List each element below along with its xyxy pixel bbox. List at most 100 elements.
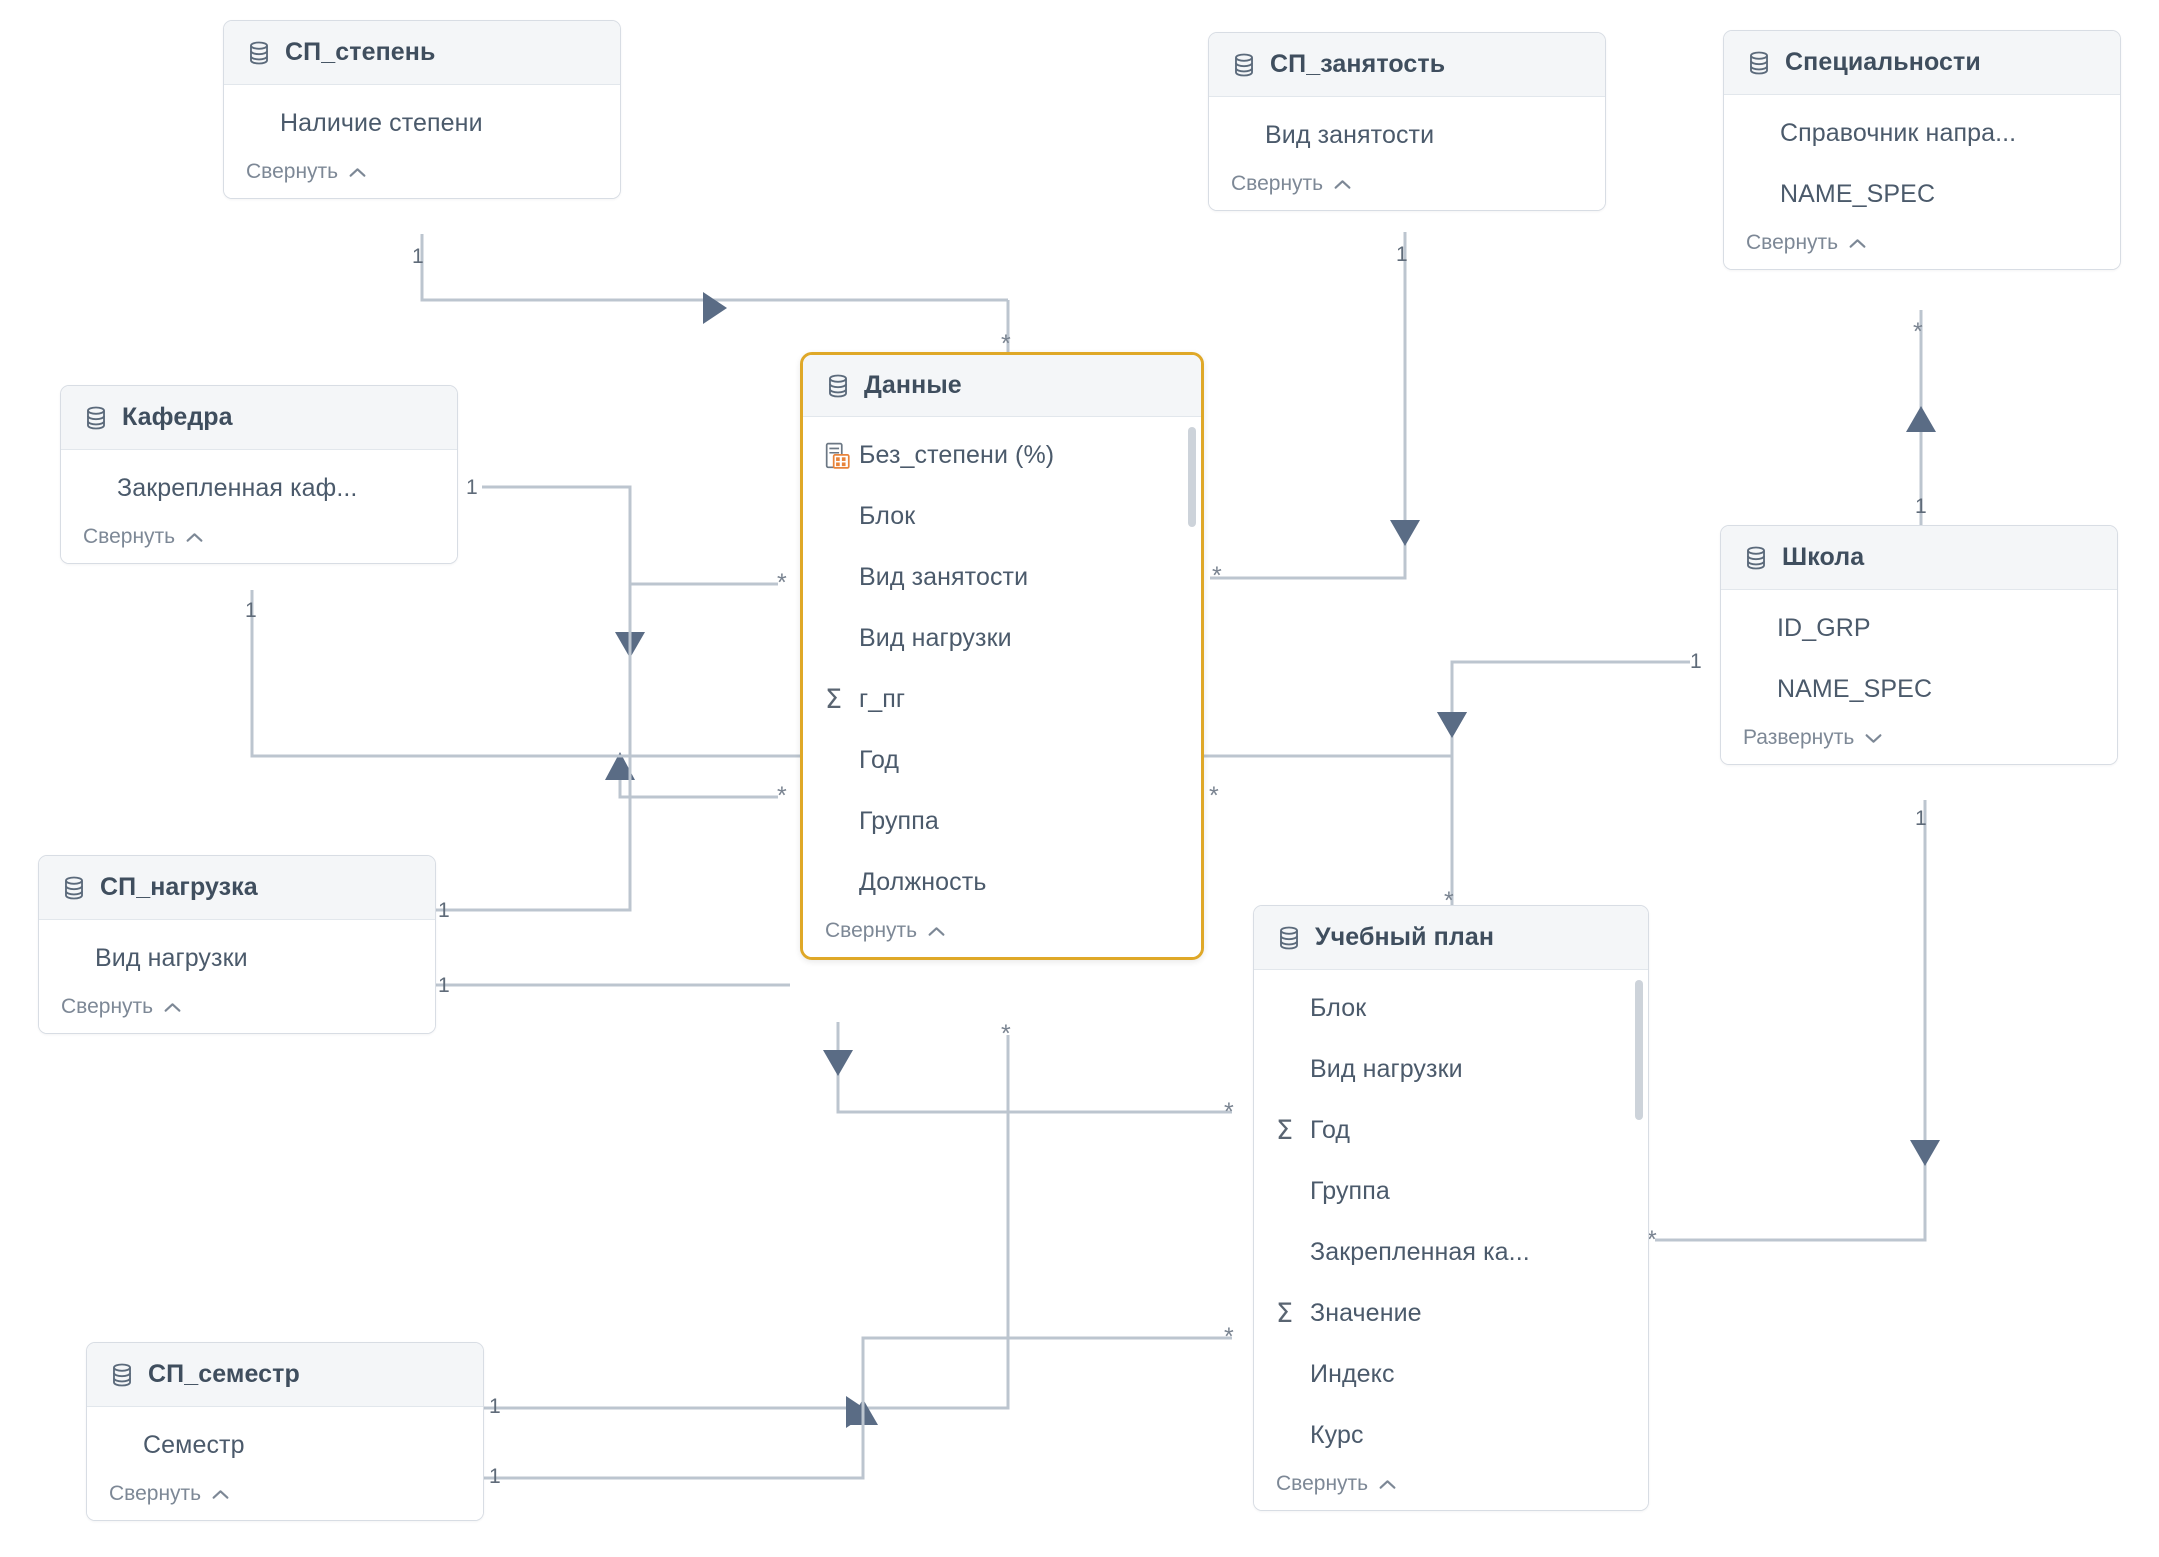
edge-label-one: 1 [489,1465,501,1488]
chevron-up-icon [928,926,945,936]
field-name: Вид занятости [859,563,1029,591]
table-card-specialnosti[interactable]: Специальности Справочник напра... NAME_S… [1723,30,2121,270]
field-name: Закрепленная ка... [1310,1238,1530,1266]
table-title: Учебный план [1315,923,1495,951]
field-row[interactable]: ID_GRP [1721,598,2117,659]
collapse-toggle-label: Свернуть [109,1482,202,1505]
field-row[interactable]: Закрепленная каф... [61,458,457,519]
edge-label-many: * [1212,562,1222,590]
chevron-up-icon [212,1489,229,1499]
table-card-header[interactable]: СП_степень [224,21,620,85]
collapse-toggle[interactable]: Свернуть [1209,166,1605,210]
database-icon [1235,53,1253,76]
field-name: Наличие степени [280,109,483,137]
edge-label-many: * [1001,1020,1011,1048]
edge-label-one: 1 [412,245,424,268]
field-name: Вид нагрузки [95,944,248,972]
field-name: Без_степени (%) [859,441,1055,469]
field-row[interactable]: Σ Значение [1254,1283,1648,1344]
field-row[interactable]: Семестр [87,1415,483,1476]
collapse-toggle[interactable]: Свернуть [39,989,435,1033]
collapse-toggle-label: Свернуть [61,995,154,1018]
field-name: Блок [859,502,916,530]
table-card-sp-semestr[interactable]: СП_семестр Семестр Свернуть [86,1342,484,1521]
table-card-header[interactable]: СП_семестр [87,1343,483,1407]
table-fields: ID_GRP NAME_SPEC Развернуть [1721,590,2117,764]
table-card-header[interactable]: СП_нагрузка [39,856,435,920]
edge-label-many: * [1001,330,1011,358]
collapse-toggle[interactable]: Свернуть [803,913,1201,957]
field-row[interactable]: Вид нагрузки [39,928,435,989]
table-fields: Вид нагрузки Свернуть [39,920,435,1033]
field-row[interactable]: NAME_SPEC [1721,659,2117,720]
field-row[interactable]: Блок [1254,978,1648,1039]
table-title: Данные [864,371,962,399]
collapse-toggle[interactable]: Свернуть [1724,225,2120,269]
table-card-shkola[interactable]: Школа ID_GRP NAME_SPEC Развернуть [1720,525,2118,765]
edge-label-many: * [1647,1226,1657,1254]
table-card-sp-stepen[interactable]: СП_степень Наличие степени Свернуть [223,20,621,199]
field-row[interactable]: Σ г_пг [803,669,1201,730]
field-row[interactable]: Должность [803,852,1201,913]
field-row[interactable]: Индекс [1254,1344,1648,1405]
field-row[interactable]: Группа [803,791,1201,852]
table-card-header[interactable]: СП_занятость [1209,33,1605,97]
field-row[interactable]: NAME_SPEC [1724,164,2120,225]
field-row[interactable]: Наличие степени [224,93,620,154]
table-fields: Без_степени (%) Блок Вид занятости Вид н… [803,417,1201,957]
edge-label-one: 1 [1915,495,1927,518]
chevron-down-icon [1865,733,1882,743]
field-name: Семестр [143,1431,245,1459]
field-row[interactable]: Вид занятости [1209,105,1605,166]
field-row[interactable]: Курс [1254,1405,1648,1466]
table-title: Школа [1782,543,1865,571]
table-card-uchebny-plan[interactable]: Учебный план Блок Вид нагрузки Σ Год Гру… [1253,905,1649,1511]
field-name: Закрепленная каф... [117,474,358,502]
database-icon [1280,926,1298,949]
table-fields: Вид занятости Свернуть [1209,97,1605,210]
field-name: Группа [1310,1177,1390,1205]
chevron-up-icon [164,1002,181,1012]
chevron-up-icon [1379,1479,1396,1489]
field-row[interactable]: Закрепленная ка... [1254,1222,1648,1283]
table-card-header[interactable]: Школа [1721,526,2117,590]
field-name: Справочник напра... [1780,119,2017,147]
field-row[interactable]: Вид занятости [803,547,1201,608]
field-name: Группа [859,807,939,835]
expand-toggle[interactable]: Развернуть [1721,720,2117,764]
field-row[interactable]: Блок [803,486,1201,547]
table-card-sp-zanyatost[interactable]: СП_занятость Вид занятости Свернуть [1208,32,1606,211]
vertical-scrollbar[interactable] [1635,980,1643,1120]
field-row[interactable]: Без_степени (%) [803,425,1201,486]
table-card-header[interactable]: Кафедра [61,386,457,450]
field-row[interactable]: Вид нагрузки [1254,1039,1648,1100]
table-card-sp-nagruzka[interactable]: СП_нагрузка Вид нагрузки Свернуть [38,855,436,1034]
table-title: СП_занятость [1270,50,1446,78]
field-row[interactable]: Год [803,730,1201,791]
chevron-up-icon [349,167,366,177]
field-row[interactable]: Группа [1254,1161,1648,1222]
edge-label-one: 1 [1396,243,1408,266]
collapse-toggle-label: Свернуть [246,160,339,183]
field-row[interactable]: Справочник напра... [1724,103,2120,164]
collapse-toggle[interactable]: Свернуть [224,154,620,198]
chevron-up-icon [186,532,203,542]
vertical-scrollbar[interactable] [1188,427,1196,527]
table-card-kafedra[interactable]: Кафедра Закрепленная каф... Свернуть [60,385,458,564]
table-card-header[interactable]: Специальности [1724,31,2120,95]
collapse-toggle[interactable]: Свернуть [87,1476,483,1520]
field-name: Курс [1310,1421,1364,1449]
field-row[interactable]: Σ Год [1254,1100,1648,1161]
database-icon [250,41,268,64]
collapse-toggle[interactable]: Свернуть [1254,1466,1648,1510]
collapse-toggle-label: Свернуть [83,525,176,548]
table-fields: Семестр Свернуть [87,1407,483,1520]
table-card-header[interactable]: Данные [803,355,1201,417]
edge-label-many: * [1224,1323,1234,1351]
field-row[interactable]: Вид нагрузки [803,608,1201,669]
table-fields: Справочник напра... NAME_SPEC Свернуть [1724,95,2120,269]
collapse-toggle[interactable]: Свернуть [61,519,457,563]
table-card-header[interactable]: Учебный план [1254,906,1648,970]
edge-label-one: 1 [1915,807,1927,830]
table-card-dannye[interactable]: Данные Без_степени (%) [800,352,1204,960]
